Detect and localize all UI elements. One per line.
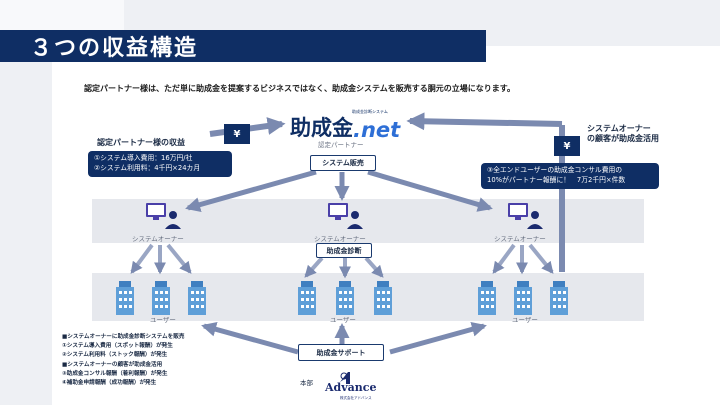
computer-user-icon — [508, 203, 543, 229]
title-bar: ３つの収益構造 — [0, 30, 486, 62]
note-item: ■システムオーナーに助成金診断システムを販売 — [62, 334, 185, 340]
building-icon — [336, 281, 354, 315]
hq-label: 本部 — [300, 379, 313, 387]
page-title: ３つの収益構造 — [30, 36, 199, 61]
owner-consult-box: ③全エンドユーザーの助成金コンサル費用の 10%がパートナー報酬に！ 7万2千円… — [481, 163, 659, 189]
support-label: 助成金サポート — [298, 344, 384, 361]
yen-icon: ¥ — [554, 136, 580, 156]
arrow-owner-user-l3 — [166, 243, 192, 274]
top-decoration — [0, 0, 124, 30]
user-label-center: ユーザー — [330, 316, 356, 324]
user-label-left: ユーザー — [150, 316, 176, 324]
owner-label-center: システムオーナー — [314, 235, 366, 243]
partner-role-label: 認定パートナー — [318, 141, 364, 149]
arrow-sales-right — [367, 169, 493, 212]
arrow-owner-user-c1 — [304, 256, 324, 278]
owner-band — [92, 199, 644, 243]
logo-main: 助成金 — [290, 116, 353, 140]
arrow-owner-user-l1 — [130, 243, 154, 274]
building-icon — [478, 281, 496, 315]
note-item: ■システムオーナーの顧客が助成金活用 — [62, 361, 163, 368]
owner-label-left: システムオーナー — [132, 235, 184, 243]
advance-name: Advance — [325, 381, 377, 394]
arrow-owner-user-r1 — [492, 243, 516, 274]
owner-consult-line-1: ③全エンドユーザーの助成金コンサル費用の — [487, 166, 623, 174]
advance-sub: 株式会社アドバンス — [340, 396, 372, 400]
partner-income-line-2: ②システム利用料：4千円×24カ月 — [94, 163, 201, 172]
building-icon — [374, 281, 392, 315]
owner-consult-label-1: システムオーナー — [587, 124, 651, 133]
building-icon — [514, 281, 532, 315]
logo-suffix: .net — [353, 118, 401, 142]
brand-logo: 助成金 .net — [290, 112, 400, 142]
computer-user-icon — [328, 203, 363, 229]
user-label-right: ユーザー — [512, 316, 538, 324]
arrow-owner-user-r3 — [528, 243, 554, 274]
notes-list: ■システムオーナーに助成金診断システムを販売 ①システム導入費用（スポット報酬）… — [62, 333, 184, 388]
partner-income-label: 認定パートナー様の収益 — [97, 138, 185, 147]
arrow-owner-to-logo — [406, 112, 563, 131]
building-icon — [152, 281, 170, 315]
note-item: ③助成金コンサル報酬（着利報酬）が発生 — [62, 370, 168, 377]
building-icon — [550, 281, 568, 315]
building-icon — [188, 281, 206, 315]
note-item: ④補助金申請報酬（成功報酬）が発生 — [62, 380, 157, 387]
owner-consult-label-2: の顧客が助成金活用 — [587, 134, 659, 144]
note-item: ②システム利用料（ストック報酬）が発生 — [62, 352, 168, 359]
arrow-support-left — [201, 321, 299, 355]
building-icon — [298, 281, 316, 315]
owner-consult-label: システムオーナー の顧客が助成金活用 — [587, 124, 659, 145]
yen-icon: ¥ — [224, 124, 250, 144]
logo-tagline: 助成金診断システム — [352, 109, 388, 114]
system-sales-label: システム販売 — [310, 155, 376, 171]
owner-label-right: システムオーナー — [494, 235, 546, 243]
arrow-owner-user-c3 — [364, 256, 384, 278]
arrow-sales-left — [185, 169, 317, 212]
arrow-support-right — [389, 321, 487, 355]
building-icon — [116, 281, 134, 315]
diagnosis-label: 助成金診断 — [316, 243, 372, 258]
computer-user-icon — [146, 203, 181, 229]
owner-consult-line-2: 10%がパートナー報酬に！ 7万2千円×件数 — [487, 175, 626, 184]
intro-text: 認定パートナー様は、ただ単に助成金を提案するビジネスではなく、助成金システムを販… — [84, 84, 515, 93]
note-item: ①システム導入費用（スポット報酬）が発生 — [62, 343, 173, 350]
partner-income-box: ①システム導入費用：16万円/社 ②システム利用料：4千円×24カ月 — [88, 151, 232, 177]
partner-income-line-1: ①システム導入費用：16万円/社 — [94, 154, 193, 162]
advance-logo-icon — [340, 372, 350, 384]
